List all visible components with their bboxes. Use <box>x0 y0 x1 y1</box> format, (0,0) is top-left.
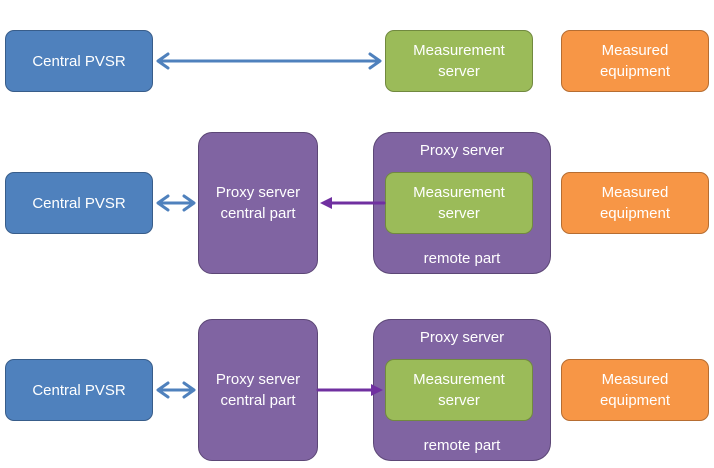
measurement-server-box-2: Measurement server <box>385 172 533 234</box>
arrow-central-to-proxy-2 <box>156 194 196 212</box>
proxy-central-part-box-3: Proxy server central part <box>198 319 318 461</box>
arrow-remote-to-central-2 <box>320 197 386 209</box>
central-pvsr-box-3: Central PVSR <box>5 359 153 421</box>
arrow-central-to-measurement-1 <box>156 52 382 70</box>
arrow-central-to-remote-3 <box>316 384 383 396</box>
measured-equipment-box-2: Measured equipment <box>561 172 709 234</box>
proxy-server-title-2: Proxy server <box>419 142 505 159</box>
measurement-server-box-3: Measurement server <box>385 359 533 421</box>
measured-equipment-box-1: Measured equipment <box>561 30 709 92</box>
proxy-central-part-box-2: Proxy server central part <box>198 132 318 274</box>
central-pvsr-box-2: Central PVSR <box>5 172 153 234</box>
central-pvsr-box-1: Central PVSR <box>5 30 153 92</box>
proxy-server-title-3: Proxy server <box>419 329 505 346</box>
measurement-server-box-1: Measurement server <box>385 30 533 92</box>
arrow-central-to-proxy-3 <box>156 381 196 399</box>
measured-equipment-box-3: Measured equipment <box>561 359 709 421</box>
remote-part-label-2: remote part <box>423 250 501 267</box>
remote-part-label-3: remote part <box>423 437 501 454</box>
